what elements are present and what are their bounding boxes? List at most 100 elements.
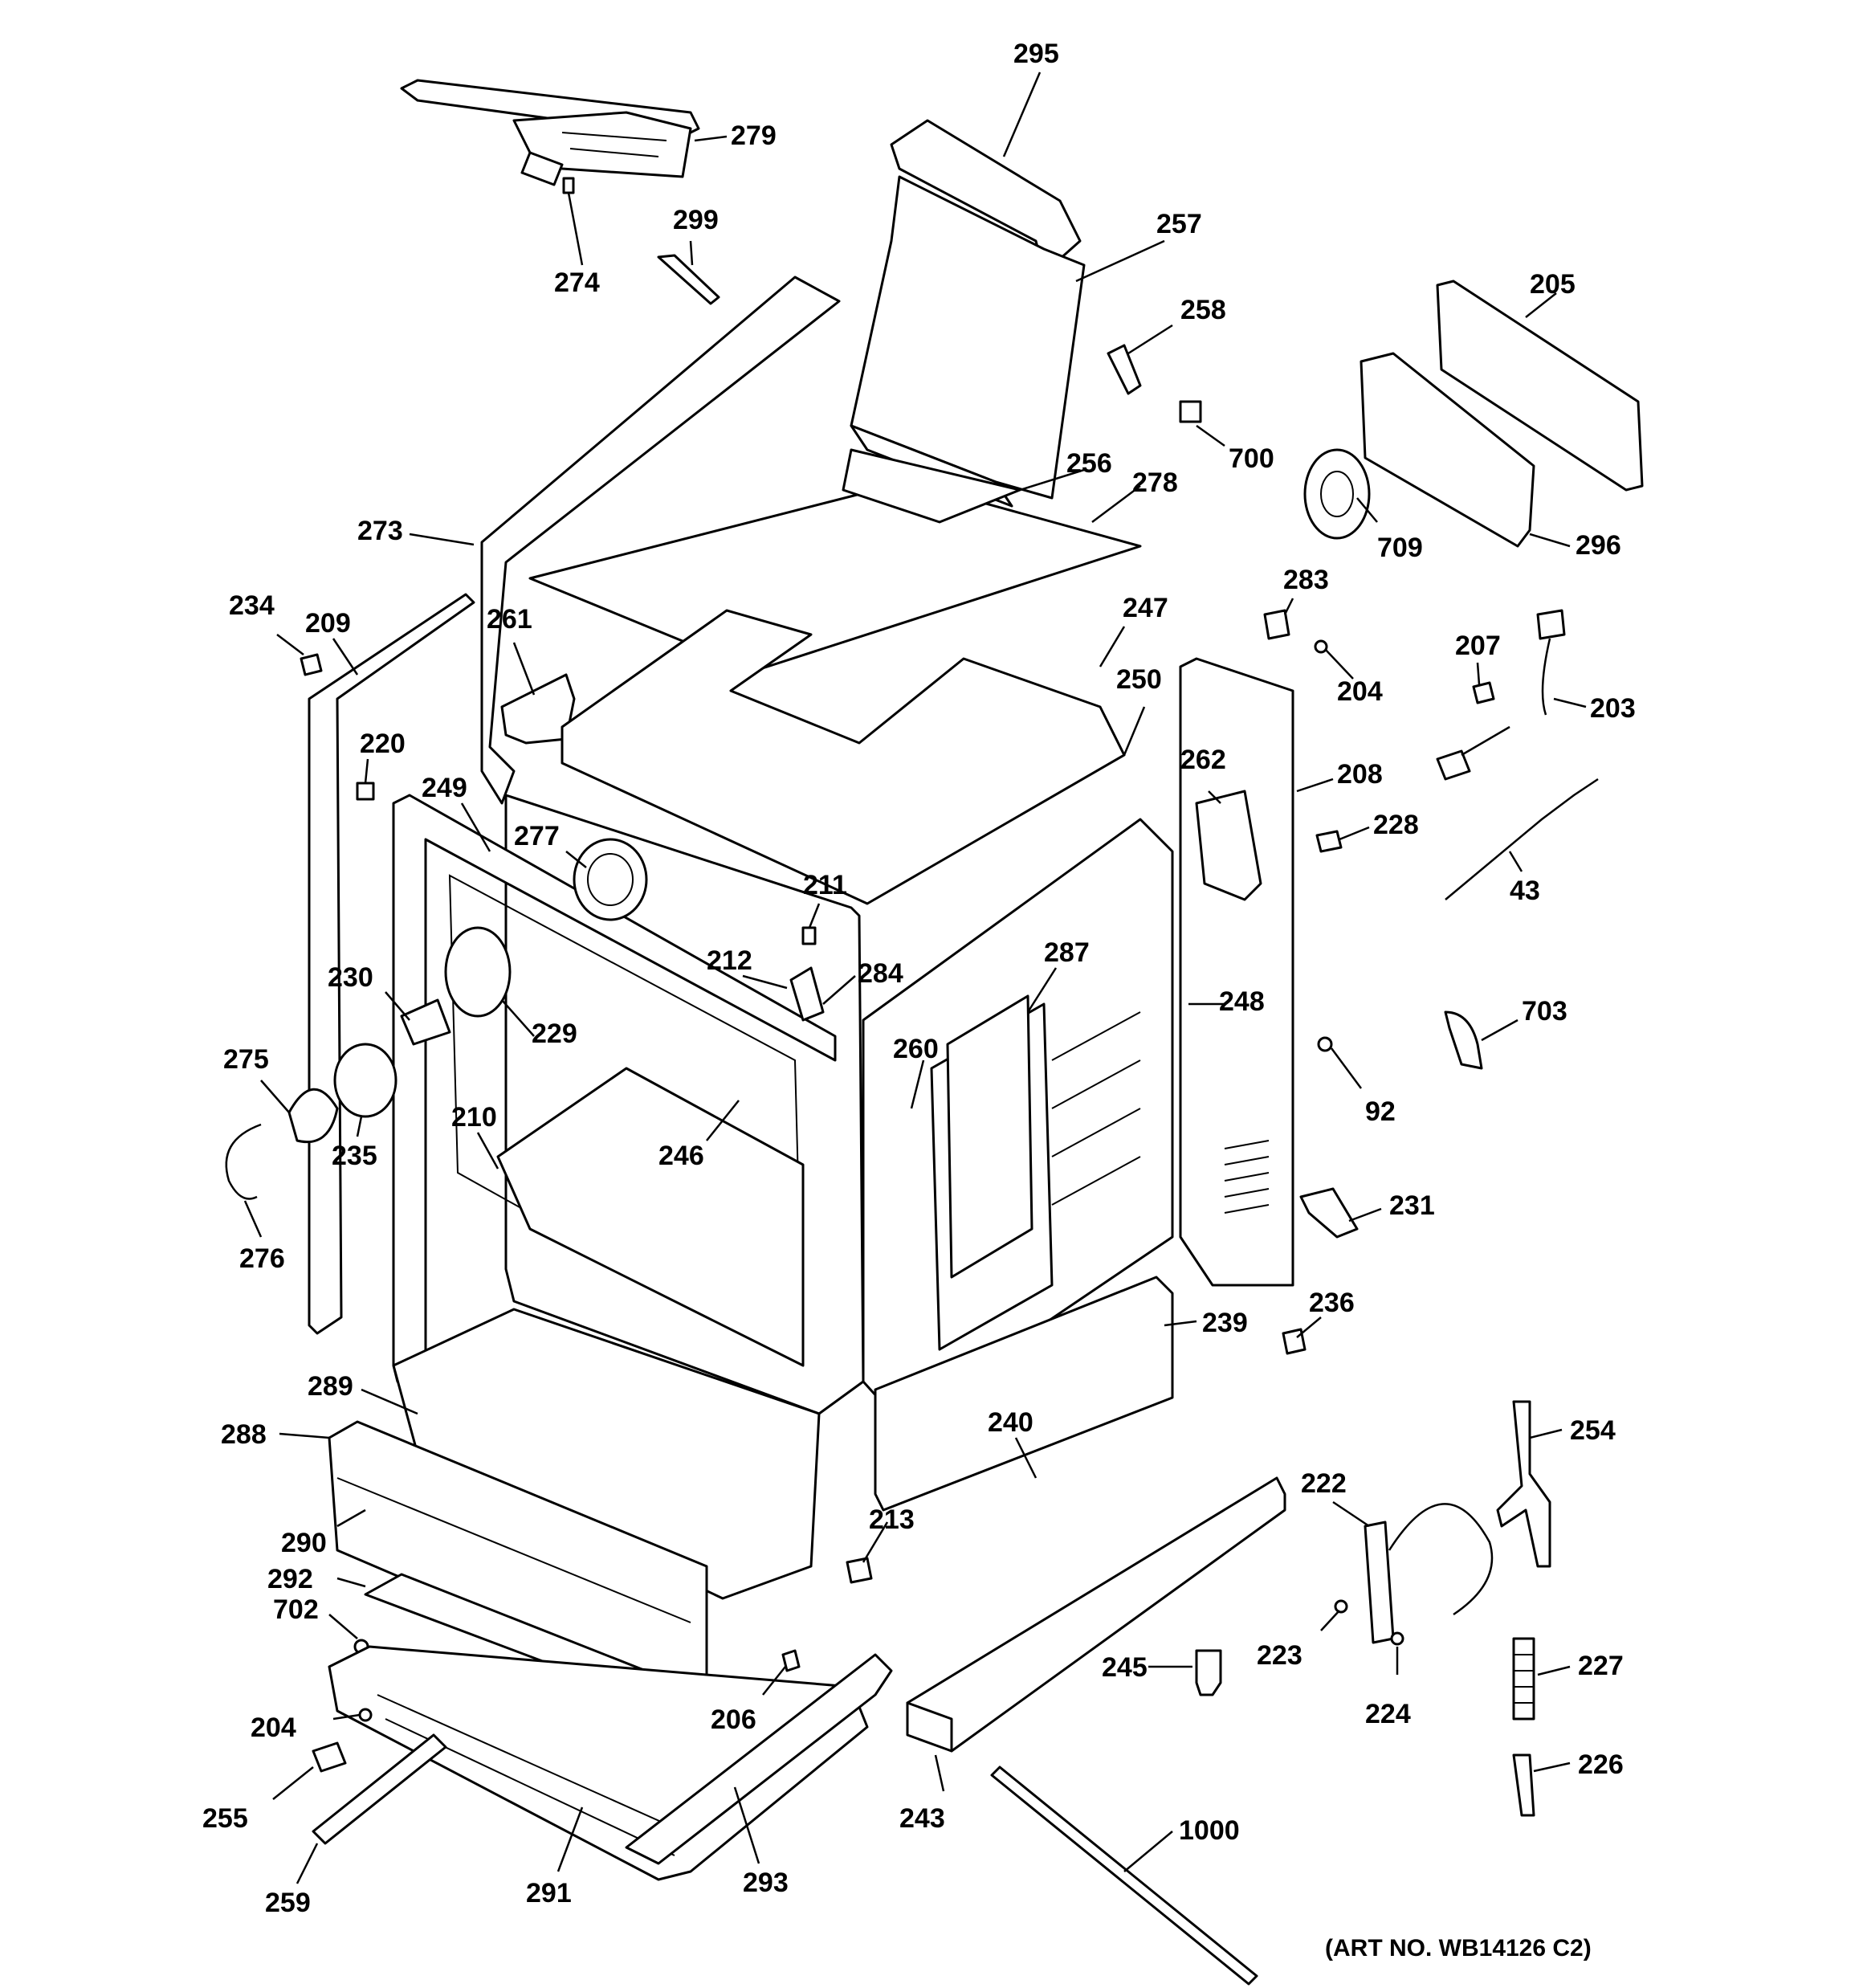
part-222-arc (1388, 1503, 1494, 1616)
part-283-clip (1263, 609, 1290, 640)
callout-700: 700 (1229, 443, 1274, 474)
callout-246: 246 (658, 1141, 704, 1171)
part-213-clip (846, 1557, 873, 1584)
callout-207: 207 (1455, 631, 1501, 661)
part-224-screw (1390, 1631, 1404, 1646)
part-709-ring (1303, 448, 1371, 540)
part-230-socket (400, 998, 451, 1046)
part-204-screw (1314, 639, 1328, 654)
part-oven-top (561, 609, 1126, 905)
callout-231: 231 (1389, 1190, 1435, 1221)
callout-262: 262 (1180, 745, 1226, 775)
part-703-bracket (1444, 1010, 1483, 1070)
part-234-clip (300, 653, 323, 676)
part-276-wire (225, 1123, 262, 1200)
part-246-oven-floor (496, 1067, 805, 1367)
callout-204-lower: 204 (251, 1712, 296, 1743)
part-227-spring (1512, 1637, 1535, 1721)
part-254-hinge (1496, 1400, 1551, 1568)
callout-203: 203 (1590, 693, 1636, 724)
callout-209: 209 (305, 608, 351, 639)
callout-259: 259 (265, 1888, 311, 1918)
callout-279: 279 (731, 120, 777, 151)
art-number: (ART NO. WB14126 C2) (1325, 1935, 1592, 1961)
callout-283: 283 (1283, 565, 1329, 595)
callout-291: 291 (526, 1878, 572, 1908)
leader-lines (243, 71, 1587, 1884)
callout-254: 254 (1570, 1415, 1616, 1446)
part-243-burner-box (906, 1476, 1286, 1753)
callout-222: 222 (1301, 1468, 1347, 1499)
part-226-link (1512, 1753, 1535, 1817)
callout-92: 92 (1365, 1096, 1396, 1127)
callout-250: 250 (1116, 664, 1162, 695)
callout-293: 293 (743, 1868, 789, 1898)
callout-240: 240 (988, 1407, 1033, 1438)
callout-224: 224 (1365, 1699, 1411, 1729)
part-259-rail (312, 1733, 447, 1845)
part-223-screw (1334, 1599, 1348, 1614)
part-227-coils (1514, 1654, 1534, 1704)
callout-276: 276 (239, 1243, 285, 1274)
part-228-clip (1315, 830, 1343, 853)
part-240-drawer-back (874, 1276, 1174, 1512)
callout-290: 290 (281, 1528, 327, 1558)
callout-277: 277 (514, 821, 560, 851)
callout-228: 228 (1373, 810, 1419, 840)
callout-274: 274 (554, 267, 600, 298)
callout-278: 278 (1132, 467, 1178, 498)
callout-247: 247 (1123, 593, 1168, 623)
callout-258: 258 (1180, 295, 1226, 325)
callout-248: 248 (1219, 986, 1265, 1017)
part-293-base-pan (625, 1653, 893, 1865)
callout-256: 256 (1066, 448, 1112, 479)
part-207-clip (1472, 681, 1495, 704)
part-278-top-panel (528, 480, 1142, 672)
callout-236: 236 (1309, 1288, 1355, 1318)
callout-1000: 1000 (1179, 1815, 1240, 1846)
part-205-back-cover (1436, 280, 1644, 492)
callout-703: 703 (1522, 996, 1567, 1027)
part-209-side-trim (308, 593, 475, 1335)
callout-204-upper: 204 (1337, 676, 1383, 707)
part-203-plug (1436, 749, 1471, 781)
part-92-screw (1317, 1036, 1333, 1052)
part-203-harness (1536, 609, 1566, 640)
part-255-leg (312, 1741, 347, 1773)
callout-239: 239 (1202, 1308, 1248, 1338)
part-279-assembly (400, 79, 700, 186)
callout-235: 235 (332, 1141, 377, 1171)
callout-288: 288 (221, 1419, 267, 1450)
callout-210: 210 (451, 1102, 497, 1133)
callout-206: 206 (711, 1704, 756, 1735)
callout-43: 43 (1510, 876, 1540, 906)
callout-223: 223 (1257, 1640, 1302, 1671)
part-231-bracket (1299, 1187, 1359, 1239)
callout-275: 275 (223, 1044, 269, 1075)
callout-296: 296 (1576, 530, 1621, 561)
callout-709: 709 (1377, 533, 1423, 563)
part-299-bracket (657, 254, 720, 305)
part-229-plate (444, 926, 512, 1018)
part-illustrations (225, 79, 1644, 1986)
callout-229: 229 (532, 1018, 577, 1049)
callout-292: 292 (267, 1564, 313, 1594)
part-206-screw (781, 1649, 801, 1672)
callout-234: 234 (229, 590, 275, 621)
part-296-cover-plate (1360, 352, 1535, 548)
part-262-insulation (1195, 790, 1262, 901)
part-1000-trim-strip (990, 1766, 1258, 1986)
part-204-lower-screw (358, 1708, 373, 1722)
callout-211: 211 (803, 870, 847, 900)
callout-702: 702 (273, 1594, 319, 1625)
part-273-side-wrap (480, 276, 841, 805)
callout-273: 273 (357, 516, 403, 546)
callout-220: 220 (360, 729, 406, 759)
part-245-bolt (1195, 1649, 1222, 1696)
callout-299: 299 (673, 205, 719, 235)
part-284-bracket (789, 966, 825, 1022)
part-277-vent (573, 838, 648, 921)
part-274-screw (562, 177, 575, 194)
part-235-bulb (333, 1043, 397, 1118)
